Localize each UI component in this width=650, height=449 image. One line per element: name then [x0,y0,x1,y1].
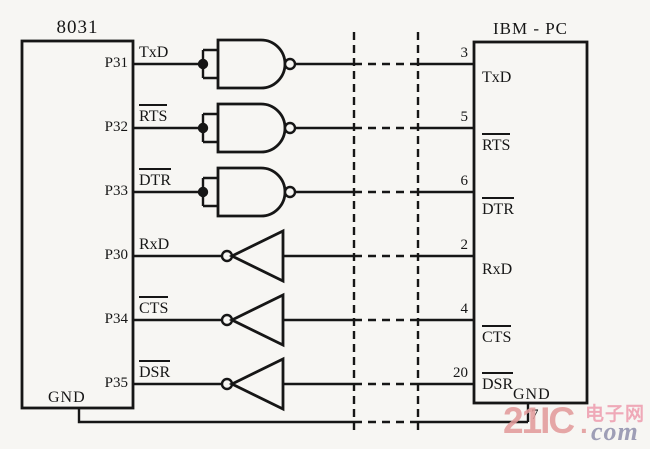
nand-gate-icon [216,38,287,90]
left-gnd-label: GND [48,389,86,406]
left-signal-rts: RTS [139,103,168,126]
watermark-suffix-text: com [591,417,639,446]
right-pin-4: 4 [460,300,469,317]
left-pin-p32: P32 [104,119,128,135]
left-pin-p30: P30 [104,247,128,263]
wire-row-txd [133,38,474,90]
inverter-gate-icon [228,356,285,412]
right-chip-title: IBM - PC [492,19,569,38]
inversion-bubble-icon [283,185,297,199]
inverter-gate-icon [228,292,285,348]
wire-row-dtr [133,166,474,218]
left-pin-p34: P34 [104,311,128,327]
watermark-cn-text: 电子网 [585,403,646,425]
right-signal-dsr: DSR [482,372,514,394]
right-pin-5: 5 [460,108,469,125]
nand-gate-icon [216,166,287,218]
right-pin-20: 20 [453,364,468,381]
left-signal-dsr: DSR [139,359,171,382]
wire-row-rts [133,102,474,154]
inversion-bubble-icon [283,121,297,135]
wire-row-cts [133,292,474,348]
right-signal-cts: CTS [482,325,512,347]
wire-row-rxd [133,228,474,284]
watermark-brand-text: 21IC [503,400,575,441]
wire-row-dsr [133,356,474,412]
right-signal-dtr: DTR [482,197,514,219]
left-chip-outline [20,39,135,410]
ground-trace [77,403,530,424]
right-signal-txd: TxD [482,69,512,86]
right-signal-rts: RTS [482,133,511,155]
right-gnd-pin-7: 7 [531,407,539,423]
right-pin-3: 3 [460,44,469,61]
left-pin-p35: P35 [104,375,128,391]
watermark-dot: . [580,408,588,439]
left-chip-title: 8031 [56,17,99,38]
right-gnd-label: GND [513,386,551,403]
right-chip-outline [472,40,589,405]
left-signal-cts: CTS [139,295,169,318]
right-pin-6: 6 [460,172,469,189]
left-signal-txd: TxD [139,43,169,61]
left-pin-p31: P31 [104,55,128,71]
inversion-bubble-icon [283,57,297,71]
watermark: 21IC 电子网 . com [503,400,650,449]
left-signal-dtr: DTR [139,167,171,190]
nand-gate-icon [216,102,287,154]
inverter-gate-icon [228,228,285,284]
right-signal-rxd: RxD [482,261,513,278]
left-signal-rxd: RxD [139,235,170,253]
left-pin-p33: P33 [104,183,128,199]
right-pin-2: 2 [460,236,469,253]
